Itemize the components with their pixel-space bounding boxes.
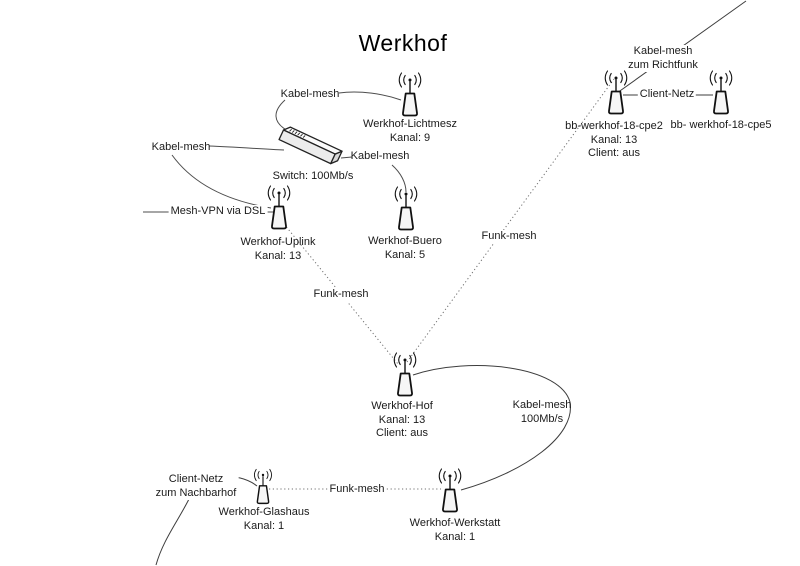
edge-kabel-mesh-top-to-switch <box>275 99 289 132</box>
edge-label-funk-mesh-glashaus-werkstatt: Funk-mesh <box>327 483 387 497</box>
antenna-icon-werkhof-werkstatt <box>438 468 462 513</box>
antenna-icon-werkhof-lichtmesz <box>398 72 422 117</box>
node-name-werkhof-lichtmesz: Werkhof-Lichtmesz <box>363 118 457 130</box>
node-label-werkhof-buero: Werkhof-Buero Kanal: 5 <box>368 235 442 262</box>
edge-label-mesh-vpn: Mesh-VPN via DSL <box>168 205 268 219</box>
edge-kabel-mesh-100-hof-werkstatt <box>412 365 571 491</box>
edge-label-client-netz: Client-Netz <box>637 88 697 102</box>
edge-kabel-mesh-left-to-uplink <box>171 154 272 209</box>
switch-ports <box>289 128 306 138</box>
node-name-bb-werkhof-18-cpe2: bb-werkhof-18-cpe2 <box>565 120 663 132</box>
edge-label-funk-mesh-uplink-hof: Funk-mesh <box>311 288 371 302</box>
node-kanal-werkhof-lichtmesz: Kanal: 9 <box>389 131 431 144</box>
antenna-icon-bb-werkhof-18-cpe2 <box>604 70 628 115</box>
edge-kabel-mesh-right-to-buero <box>391 164 407 193</box>
node-label-werkhof-lichtmesz: Werkhof-Lichtmesz Kanal: 9 <box>363 118 457 145</box>
node-label-werkhof-uplink: Werkhof-Uplink Kanal: 13 <box>241 236 316 263</box>
node-name-werkhof-buero: Werkhof-Buero <box>368 235 442 247</box>
edge-label-kabel-mesh-buero: Kabel-mesh <box>350 150 410 162</box>
node-kanal-werkhof-werkstatt: Kanal: 1 <box>434 530 476 543</box>
antenna-icon-werkhof-buero <box>394 186 418 231</box>
edge-label-kabel-mesh-100-line1: Kabel-mesh <box>512 399 572 411</box>
edge-label-nachbarhof-line2: zum Nachbarhof <box>155 486 237 499</box>
edge-label-kabel-mesh-100: Kabel-mesh 100Mb/s <box>513 399 572 426</box>
edge-label-nachbarhof-line1: Client-Netz <box>168 473 224 485</box>
node-name-werkhof-werkstatt: Werkhof-Werkstatt <box>409 517 501 529</box>
network-switch-icon <box>278 126 343 165</box>
node-kanal-werkhof-uplink: Kanal: 13 <box>254 249 302 262</box>
edge-label-kabel-mesh-uplink: Kabel-mesh <box>151 141 211 153</box>
edge-label-richtfunk-line1: Kabel-mesh <box>633 45 693 57</box>
node-kanal-werkhof-hof: Kanal: 13 <box>378 413 426 426</box>
antenna-icon-werkhof-hof <box>393 352 417 397</box>
edge-label-nachbarhof: Client-Netz zum Nachbarhof <box>153 473 239 500</box>
edge-funk-mesh-hof-cpe2 <box>406 78 615 363</box>
node-client-werkhof-hof: Client: aus <box>376 427 428 439</box>
node-name-werkhof-glashaus: Werkhof-Glashaus <box>218 506 310 518</box>
node-kanal-bb-werkhof-18-cpe2: Kanal: 13 <box>590 133 638 146</box>
edge-switch-to-kabel-mesh-right <box>340 156 353 159</box>
node-label-werkhof-hof: Werkhof-Hof Kanal: 13 Client: aus <box>371 400 433 441</box>
antenna-icon-bb-werkhof-18-cpe5 <box>709 70 733 115</box>
node-client-bb-werkhof-18-cpe2: Client: aus <box>588 147 640 159</box>
edge-label-richtfunk-line2: zum Richtfunk <box>628 58 698 71</box>
edge-kabel-mesh-left-to-switch <box>208 145 285 151</box>
node-kanal-werkhof-glashaus: Kanal: 1 <box>243 519 285 532</box>
edge-kabel-mesh-top-to-lichtmesz <box>338 91 402 101</box>
antenna-icon-werkhof-glashaus <box>253 468 273 505</box>
edge-label-kabel-mesh-100-line2: 100Mb/s <box>520 412 564 425</box>
switch-label: Switch: 100Mb/s <box>272 170 354 182</box>
node-label-werkhof-werkstatt: Werkhof-Werkstatt Kanal: 1 <box>410 517 501 544</box>
node-name-werkhof-uplink: Werkhof-Uplink <box>240 236 316 248</box>
edge-label-funk-mesh-hof-cpe2: Funk-mesh <box>479 230 539 244</box>
node-name-werkhof-hof: Werkhof-Hof <box>371 400 433 412</box>
edge-label-kabel-mesh-lichtmesz: Kabel-mesh <box>280 88 340 100</box>
node-kanal-werkhof-buero: Kanal: 5 <box>384 248 426 261</box>
node-label-bb-werkhof-18-cpe5: bb- werkhof-18-cpe5 <box>670 119 772 131</box>
node-label-werkhof-glashaus: Werkhof-Glashaus Kanal: 1 <box>219 506 310 533</box>
node-label-bb-werkhof-18-cpe2: bb-werkhof-18-cpe2 Kanal: 13 Client: aus <box>565 120 663 161</box>
diagram-title: Werkhof <box>358 30 448 56</box>
antenna-icon-werkhof-uplink <box>267 185 291 230</box>
edge-label-richtfunk: Kabel-mesh zum Richtfunk <box>626 45 700 72</box>
